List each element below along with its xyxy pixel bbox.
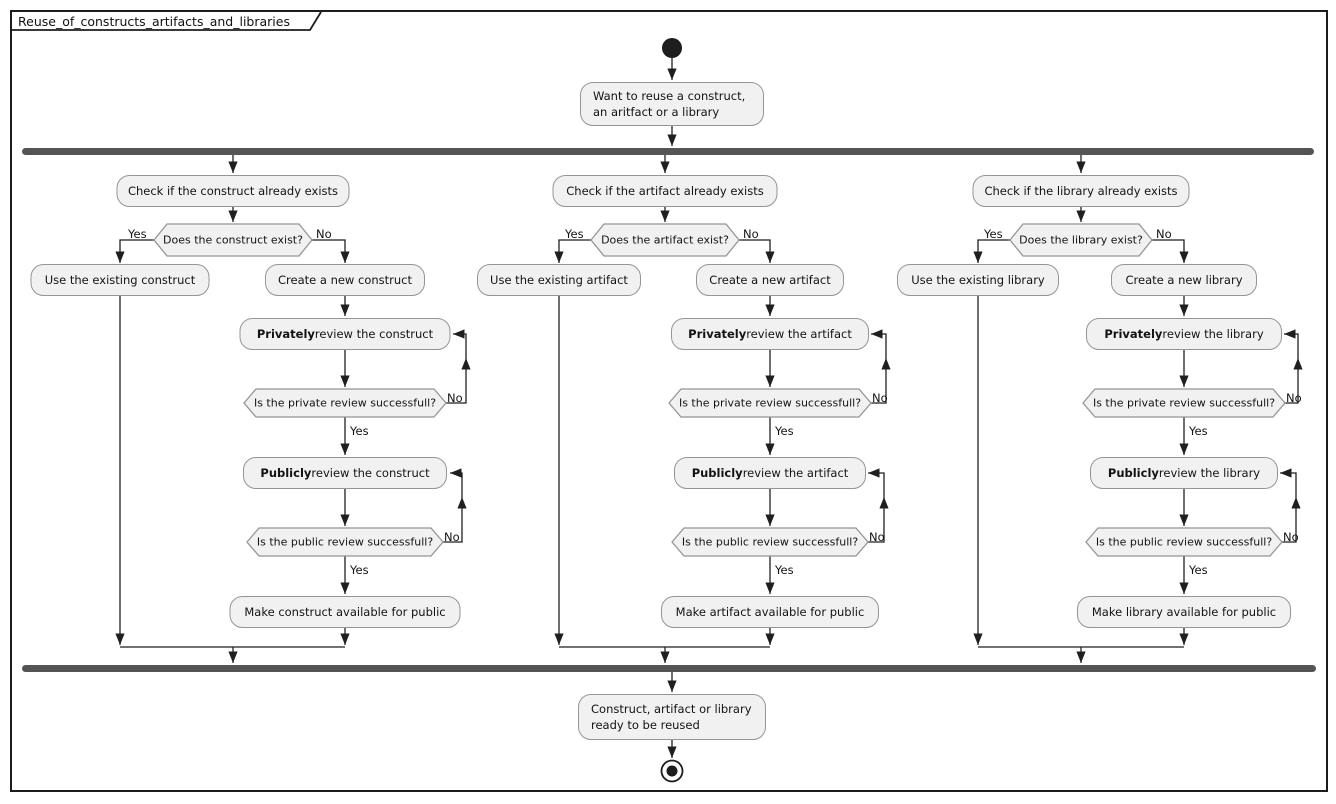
label-yes-private: Yes: [775, 424, 794, 438]
private-review-rest: review the library: [1162, 327, 1264, 341]
private-review-bold: Privately: [256, 327, 315, 341]
public-review-activity: Publicly review the construct: [243, 457, 447, 489]
private-review-rest: review the artifact: [746, 327, 852, 341]
label-no-exists: No: [316, 227, 332, 241]
public-review-rest: review the library: [1158, 466, 1261, 480]
check-activity: Check if the artifact already exists: [552, 175, 778, 207]
make-available-activity: Make library available for public: [1077, 596, 1291, 628]
use-existing-activity: Use the existing artifact: [477, 264, 641, 296]
public-review-bold: Publicly: [1107, 466, 1159, 480]
public-review-rest: review the construct: [311, 466, 430, 480]
diagram-frame: [10, 10, 1328, 792]
label-no-public: No: [444, 530, 460, 544]
public-review-bold: Publicly: [260, 466, 312, 480]
label-yes-exists: Yes: [128, 227, 147, 241]
label-no-private: No: [872, 391, 888, 405]
diagram-title: Reuse_of_constructs_artifacts_and_librar…: [18, 14, 290, 29]
private-review-activity: Privately review the library: [1086, 318, 1282, 350]
label-yes-private: Yes: [350, 424, 369, 438]
intro-line1: Want to reuse a construct,: [593, 89, 746, 103]
exists-decision-label: Does the library exist?: [1019, 233, 1143, 247]
private-review-activity: Privately review the construct: [239, 318, 451, 350]
label-no-exists: No: [1156, 227, 1172, 241]
intro-line2: an aritfact or a library: [593, 105, 720, 119]
label-yes-public: Yes: [350, 563, 369, 577]
make-available-activity: Make construct available for public: [229, 596, 461, 628]
private-review-decision-label: Is the private review successfull?: [678, 396, 862, 410]
label-no-public: No: [1283, 530, 1299, 544]
label-no-private: No: [1286, 391, 1302, 405]
label-yes-private: Yes: [1189, 424, 1208, 438]
intro-activity: Want to reuse a construct, an aritfact o…: [580, 82, 764, 126]
label-yes-public: Yes: [775, 563, 794, 577]
check-activity: Check if the construct already exists: [116, 175, 350, 207]
private-review-decision-label: Is the private review successfull?: [253, 396, 437, 410]
public-review-rest: review the artifact: [742, 466, 849, 480]
create-new-activity: Create a new library: [1111, 264, 1257, 296]
public-review-activity: Publicly review the artifact: [674, 457, 866, 489]
public-review-bold: Publicly: [691, 466, 743, 480]
private-review-bold: Privately: [1104, 327, 1163, 341]
label-no-private: No: [447, 391, 463, 405]
public-review-decision-label: Is the public review successfull?: [681, 535, 859, 549]
private-review-bold: Privately: [688, 327, 747, 341]
public-review-activity: Publicly review the library: [1090, 457, 1278, 489]
exists-decision-label: Does the artifact exist?: [601, 233, 729, 247]
private-review-rest: review the construct: [314, 327, 434, 341]
label-yes-exists: Yes: [565, 227, 584, 241]
create-new-activity: Create a new construct: [265, 264, 425, 296]
create-new-activity: Create a new artifact: [696, 264, 844, 296]
private-review-decision-label: Is the private review successfull?: [1092, 396, 1276, 410]
check-activity: Check if the library already exists: [972, 175, 1190, 207]
outro-activity: Construct, artifact or library ready to …: [578, 694, 766, 740]
label-no-public: No: [869, 530, 885, 544]
outro-line2: ready to be reused: [591, 718, 700, 732]
public-review-decision-label: Is the public review successfull?: [256, 535, 434, 549]
use-existing-activity: Use the existing library: [897, 264, 1059, 296]
make-available-activity: Make artifact available for public: [661, 596, 879, 628]
use-existing-activity: Use the existing construct: [30, 264, 210, 296]
label-yes-public: Yes: [1189, 563, 1208, 577]
exists-decision-label: Does the construct exist?: [163, 233, 303, 247]
outro-line1: Construct, artifact or library: [591, 702, 752, 716]
public-review-decision-label: Is the public review successfull?: [1095, 535, 1273, 549]
label-yes-exists: Yes: [984, 227, 1003, 241]
private-review-activity: Privately review the artifact: [671, 318, 869, 350]
label-no-exists: No: [743, 227, 759, 241]
